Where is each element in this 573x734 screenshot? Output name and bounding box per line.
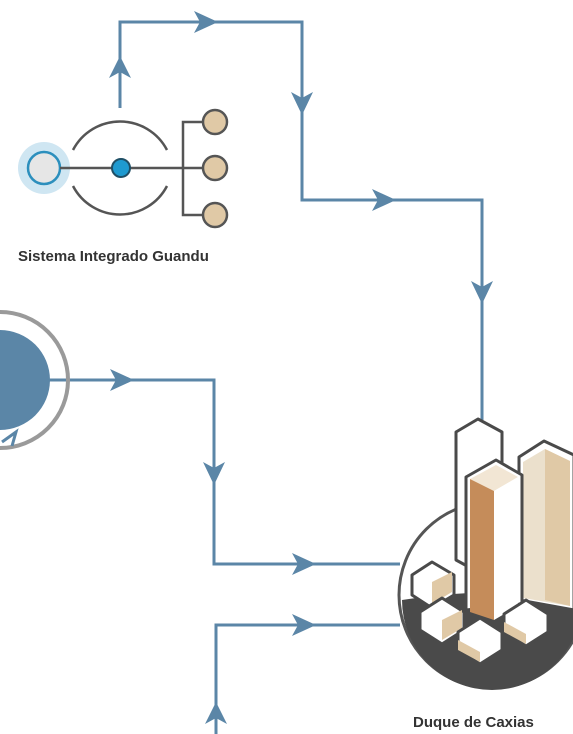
guandu-system-label: Sistema Integrado Guandu: [18, 248, 209, 265]
arrow-down-icon: [203, 462, 225, 485]
guandu-output-node: [201, 108, 229, 136]
tower-copper-top: [470, 465, 518, 491]
arrow-down-icon: [471, 281, 493, 304]
arrow-down-icon: [291, 92, 313, 115]
arrow-up-icon: [205, 702, 227, 724]
caxias-city-label: Duque de Caxias: [413, 714, 534, 731]
house: [456, 616, 504, 666]
arrow-right-icon: [292, 553, 316, 575]
pipe-south-to-caxias: [214, 623, 400, 734]
western-source-disc: [0, 330, 50, 430]
tower-right-front: [545, 449, 570, 606]
guandu-output-node: [201, 154, 229, 182]
guandu-arc-top: [71, 120, 169, 151]
tower-copper-right: [494, 477, 518, 620]
caxias-city-node: [397, 417, 573, 690]
western-source-node: [0, 310, 70, 450]
guandu-center-dot: [111, 158, 131, 178]
tower-copper-left: [470, 479, 494, 620]
guandu-output-node: [201, 201, 229, 229]
western-source-ring: [0, 310, 70, 450]
guandu-system-node: [18, 108, 229, 229]
western-source-arrow: [1, 428, 19, 447]
house: [418, 596, 466, 646]
arrow-right-icon: [194, 11, 218, 33]
guandu-source-circle: [26, 150, 62, 186]
arrow-up-icon: [109, 56, 131, 78]
arrow-right-icon: [292, 614, 316, 636]
pipe-guandu-to-caxias: [118, 20, 484, 420]
arrow-right-icon: [372, 189, 396, 211]
arrow-right-icon: [110, 369, 134, 391]
house: [410, 560, 456, 610]
guandu-arc-bottom: [71, 185, 169, 216]
house: [502, 598, 550, 648]
flow-arrows: [109, 11, 493, 724]
